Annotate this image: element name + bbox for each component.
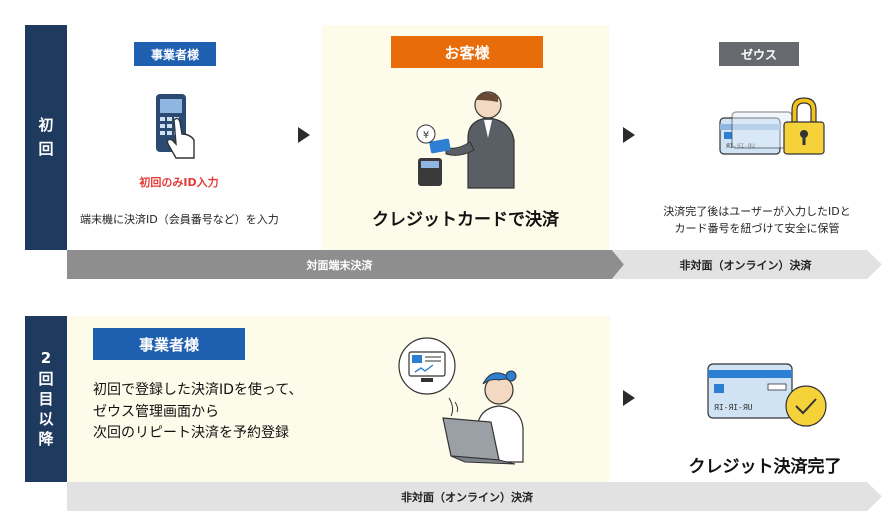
id-input-note: 初回のみID入力	[132, 174, 226, 190]
zeus-tag: ゼウス	[719, 42, 799, 66]
merchant-repeat-desc-line: 次回のリピート決済を予約登録	[93, 423, 393, 445]
row-label-char: 降	[38, 429, 53, 449]
zeus-desc-line: カード番号を紐づけて安全に保管	[647, 220, 867, 237]
bar-label-in-person: 対面端末決済	[67, 250, 612, 279]
zeus-desc-line: 決済完了後はユーザーが入力したIDと	[647, 203, 867, 220]
terminal-hand-icon	[148, 90, 208, 166]
yen-symbol: ¥	[423, 130, 429, 141]
row-label-char: 目	[38, 389, 53, 409]
row-label-first: 初 回	[25, 25, 67, 250]
merchant-repeat-desc: 初回で登録した決済IDを使って、 ゼウス管理画面から 次回のリピート決済を予約登…	[93, 380, 393, 445]
customer-paying-illustration: ¥	[410, 80, 540, 190]
card-lock-icon: ЯI-ЯI-ЯU	[718, 96, 828, 166]
row-label-char: 以	[38, 409, 53, 429]
card-number: ЯI-ЯI-ЯU	[714, 403, 753, 412]
payment-complete-text: クレジット決済完了	[646, 452, 884, 477]
row-label-second: 2 回 目 以 降	[25, 316, 67, 482]
bar-row2: 非対面（オンライン）決済	[67, 482, 882, 511]
customer-desc: クレジットカードで決済	[322, 205, 609, 230]
row-label-char: 回	[38, 369, 53, 389]
row-label-char: 回	[38, 138, 53, 161]
arrow-right-icon	[298, 127, 310, 143]
customer-tag: お客様	[391, 36, 543, 68]
merchant-tag: 事業者様	[134, 42, 216, 66]
row-label-char: 2	[41, 348, 51, 368]
arrow-right-icon	[623, 390, 635, 406]
operator-laptop-illustration	[395, 332, 535, 472]
merchant-tag-repeat: 事業者様	[93, 328, 245, 360]
row-label-char: 初	[38, 114, 53, 137]
arrow-right-icon	[623, 127, 635, 143]
zeus-desc: 決済完了後はユーザーが入力したIDと カード番号を紐づけて安全に保管	[647, 203, 867, 237]
card-check-icon: ЯI-ЯI-ЯU	[706, 360, 831, 430]
bar-label-online-repeat: 非対面（オンライン）決済	[67, 482, 867, 511]
bar-label-online: 非対面（オンライン）決済	[624, 250, 867, 279]
merchant-desc: 端末機に決済ID（会員番号など）を入力	[80, 211, 300, 227]
bar-row1: 対面端末決済 非対面（オンライン）決済	[67, 250, 882, 279]
merchant-repeat-desc-line: ゼウス管理画面から	[93, 402, 393, 424]
merchant-repeat-desc-line: 初回で登録した決済IDを使って、	[93, 380, 393, 402]
